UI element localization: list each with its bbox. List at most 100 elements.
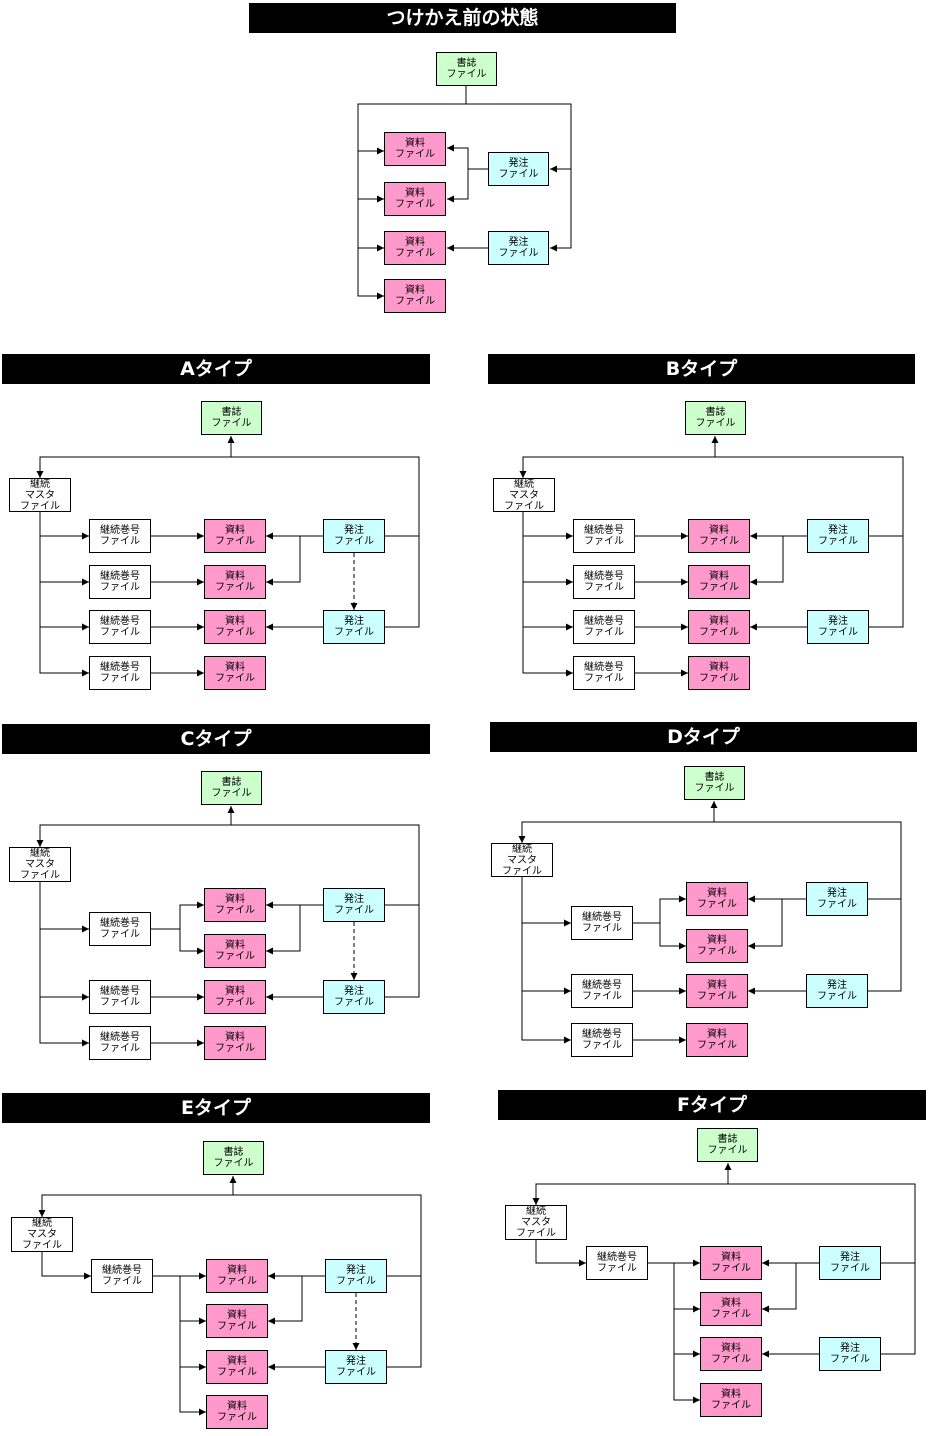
- box-label: ファイル: [697, 991, 737, 1002]
- box-label: ファイル: [711, 1309, 751, 1320]
- box-label: ファイル: [699, 582, 739, 593]
- box-label: ファイル: [697, 946, 737, 957]
- b-shiryo-file-box: 資料ファイル: [688, 656, 750, 690]
- title-type-f: Fタイプ: [498, 1090, 926, 1120]
- box-label: マスタ: [27, 1229, 57, 1240]
- box-label: ファイル: [100, 929, 140, 940]
- box-label: ファイル: [695, 418, 736, 429]
- f-shiryo-file-box: 資料ファイル: [700, 1383, 762, 1417]
- box-label: ファイル: [215, 905, 255, 916]
- box-label: 資料: [225, 894, 245, 905]
- box-label: 継続巻号: [582, 980, 622, 991]
- box-label: 継続: [30, 848, 50, 859]
- box-label: 資料: [709, 571, 729, 582]
- box-label: マスタ: [507, 854, 537, 866]
- box-label: 発注: [346, 1356, 366, 1367]
- d-shoshi-file-box: 書誌ファイル: [684, 766, 745, 800]
- box-label: 継続巻号: [584, 525, 624, 536]
- box-label: ファイル: [215, 627, 255, 638]
- a-hatchu-file-box: 発注ファイル: [323, 610, 385, 644]
- box-label: 継続巻号: [100, 1032, 140, 1043]
- box-label: ファイル: [395, 199, 435, 210]
- box-label: 発注: [840, 1252, 860, 1263]
- box-label: ファイル: [817, 899, 857, 910]
- c-hatchu-file-box: 発注ファイル: [323, 980, 385, 1014]
- box-label: ファイル: [584, 627, 624, 638]
- box-label: 発注: [346, 1265, 366, 1276]
- e-keizoku-master-file-box: 継続マスタファイル: [11, 1217, 73, 1252]
- box-label: マスタ: [25, 489, 55, 501]
- box-label: 資料: [721, 1389, 741, 1400]
- d-shiryo-file-box: 資料ファイル: [686, 882, 748, 916]
- c-shiryo-file-box: 資料ファイル: [204, 934, 266, 968]
- title-type-a: Aタイプ: [2, 354, 430, 384]
- d-shiryo-file-box: 資料ファイル: [686, 974, 748, 1008]
- box-label: 書誌: [456, 58, 477, 69]
- a-keizoku-master-file-box: 継続マスタファイル: [9, 478, 71, 512]
- box-label: 資料: [227, 1310, 247, 1321]
- a-shiryo-file-box: 資料ファイル: [204, 565, 266, 599]
- e-hatchu-file-box: 発注ファイル: [325, 1259, 387, 1293]
- box-label: ファイル: [707, 1145, 748, 1156]
- box-label: ファイル: [217, 1367, 257, 1378]
- box-label: 発注: [344, 986, 364, 997]
- box-label: ファイル: [20, 870, 60, 881]
- f-shiryo-file-box: 資料ファイル: [700, 1246, 762, 1280]
- box-label: 継続: [512, 843, 532, 855]
- box-label: マスタ: [25, 859, 55, 870]
- box-label: ファイル: [395, 149, 435, 160]
- f-keizoku-master-file-box: 継続マスタファイル: [505, 1205, 567, 1240]
- b-keizoku-kangou-file-box: 継続巻号ファイル: [573, 610, 635, 644]
- b-shiryo-file-box: 資料ファイル: [688, 519, 750, 553]
- box-label: ファイル: [100, 673, 140, 684]
- title-type-e: Eタイプ: [2, 1093, 430, 1123]
- d-keizoku-kangou-file-box: 継続巻号ファイル: [571, 906, 633, 940]
- box-label: ファイル: [100, 627, 140, 638]
- box-label: 資料: [707, 888, 727, 899]
- box-label: 書誌: [221, 407, 242, 418]
- d-keizoku-master-file-box: 継続マスタファイル: [491, 843, 553, 877]
- box-label: ファイル: [215, 951, 255, 962]
- box-label: 資料: [709, 662, 729, 673]
- box-label: ファイル: [395, 248, 435, 259]
- box-label: ファイル: [334, 536, 374, 547]
- d-keizoku-kangou-file-box: 継続巻号ファイル: [571, 1023, 633, 1057]
- d-shiryo-file-box: 資料ファイル: [686, 929, 748, 963]
- box-label: 資料: [721, 1298, 741, 1309]
- box-label: ファイル: [211, 788, 252, 799]
- box-label: ファイル: [711, 1400, 751, 1411]
- a-shiryo-file-box: 資料ファイル: [204, 656, 266, 690]
- box-label: ファイル: [584, 582, 624, 593]
- c-shiryo-file-box: 資料ファイル: [204, 980, 266, 1014]
- f-hatchu-file-box: 発注ファイル: [819, 1337, 881, 1371]
- a-hatchu-file-box: 発注ファイル: [323, 519, 385, 553]
- d-hatchu-file-box: 発注ファイル: [806, 882, 868, 916]
- box-label: 発注: [827, 888, 847, 899]
- box-label: ファイル: [818, 536, 858, 547]
- box-label: マスタ: [521, 1217, 551, 1228]
- box-label: ファイル: [597, 1263, 637, 1274]
- a-keizoku-kangou-file-box: 継続巻号ファイル: [89, 565, 151, 599]
- box-label: 資料: [707, 1029, 727, 1040]
- box-label: 資料: [225, 986, 245, 997]
- box-label: ファイル: [102, 1276, 142, 1287]
- box-label: ファイル: [694, 783, 735, 794]
- c-keizoku-kangou-file-box: 継続巻号ファイル: [89, 1026, 151, 1060]
- f-shiryo-file-box: 資料ファイル: [700, 1337, 762, 1371]
- c-hatchu-file-box: 発注ファイル: [323, 888, 385, 922]
- box-label: 書誌: [704, 772, 725, 783]
- box-label: 資料: [707, 935, 727, 946]
- box-label: ファイル: [582, 991, 622, 1002]
- before-shiryo-file-box: 資料ファイル: [384, 231, 446, 265]
- title-type-d: Dタイプ: [490, 722, 917, 752]
- box-label: 継続: [32, 1218, 52, 1229]
- d-hatchu-file-box: 発注ファイル: [806, 974, 868, 1008]
- box-label: 資料: [225, 662, 245, 673]
- before-hatchu-file-box: 発注ファイル: [488, 231, 549, 265]
- box-label: 資料: [225, 571, 245, 582]
- box-label: ファイル: [22, 1240, 62, 1251]
- title-type-c: Cタイプ: [2, 724, 430, 754]
- box-label: 継続: [526, 1206, 546, 1217]
- box-label: 資料: [709, 525, 729, 536]
- box-label: ファイル: [217, 1412, 257, 1423]
